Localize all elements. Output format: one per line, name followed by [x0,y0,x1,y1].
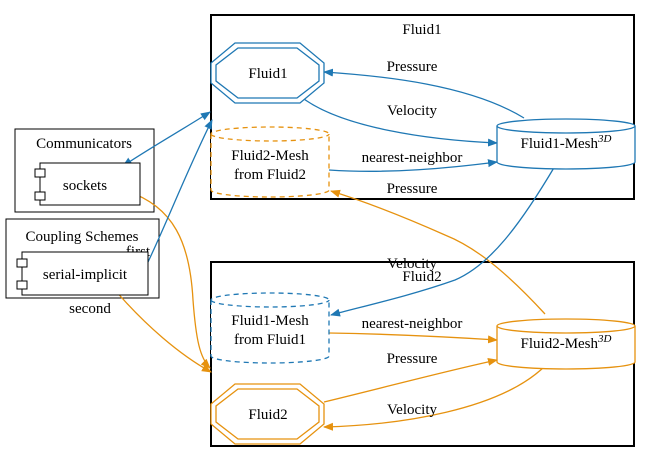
cluster-fluid1-title: Fluid1 [402,22,441,38]
edge-velocity-fluid2 [323,365,546,431]
label-velocity-cross: Velocity [387,256,437,272]
cluster-communicators-title: Communicators [36,136,132,152]
label-pressure-fluid1: Pressure [387,59,438,75]
edge-second [114,289,212,373]
node-fluid2-participant[interactable]: Fluid2 [210,383,325,445]
label-pressure-fluid2: Pressure [387,351,438,367]
cluster-fluid1: Fluid1 [210,14,635,200]
node-fluid1-mesh-received-line2: from Fluid1 [234,332,306,348]
node-sockets[interactable]: sockets [34,162,141,206]
node-fluid2-participant-label: Fluid2 [248,407,287,423]
node-sockets-label: sockets [63,178,107,194]
edge-sockets-fluid1 [122,111,211,167]
label-nearest-neighbor-fluid1: nearest-neighbor [362,150,463,166]
node-fluid1-mesh-received-line1: Fluid1-Mesh [231,313,309,329]
cluster-communicators: Communicators [14,128,155,213]
label-velocity-fluid1: Velocity [387,103,437,119]
label-nearest-neighbor-fluid2: nearest-neighbor [362,316,463,332]
node-fluid1-mesh-label: Fluid1-Mesh3D [521,133,612,152]
cluster-coupling-title: Coupling Schemes [26,229,139,245]
node-fluid2-mesh[interactable]: Fluid2-Mesh3D [496,318,636,370]
label-second: second [69,301,111,317]
label-velocity-fluid2: Velocity [387,402,437,418]
edge-nearest-neighbor-fluid2 [328,332,498,344]
edge-pressure-fluid1 [323,68,525,119]
node-fluid2-mesh-received-line2: from Fluid2 [234,167,306,183]
label-pressure-cross: Pressure [387,181,438,197]
edge-first [147,119,213,263]
node-fluid1-mesh-received[interactable]: Fluid1-Mesh from Fluid1 [210,292,330,364]
node-fluid2-mesh-received[interactable]: Fluid2-Mesh from Fluid2 [210,126,330,198]
edge-velocity-fluid1 [299,95,498,147]
edge-pressure-fluid2-to-fluid1 [330,189,546,315]
node-serial-implicit-label: serial-implicit [43,267,128,283]
component-tab-icon [16,258,28,268]
node-fluid1-participant-label: Fluid1 [248,66,287,82]
edge-sockets-fluid2 [122,188,211,369]
node-fluid1-mesh[interactable]: Fluid1-Mesh3D [496,118,636,170]
component-tab-icon [16,280,28,290]
node-fluid2-mesh-received-line1: Fluid2-Mesh [231,148,309,164]
edge-pressure-fluid2 [323,357,498,403]
component-tab-icon [34,168,46,178]
edge-velocity-fluid1-to-fluid2 [330,165,556,317]
node-fluid2-mesh-label: Fluid2-Mesh3D [521,333,612,352]
node-fluid1-participant[interactable]: Fluid1 [210,42,325,104]
component-tab-icon [34,191,46,201]
cluster-fluid2-title: Fluid2 [402,269,441,285]
node-serial-implicit[interactable]: serial-implicit [16,251,149,296]
edge-nearest-neighbor-fluid1 [328,159,498,172]
